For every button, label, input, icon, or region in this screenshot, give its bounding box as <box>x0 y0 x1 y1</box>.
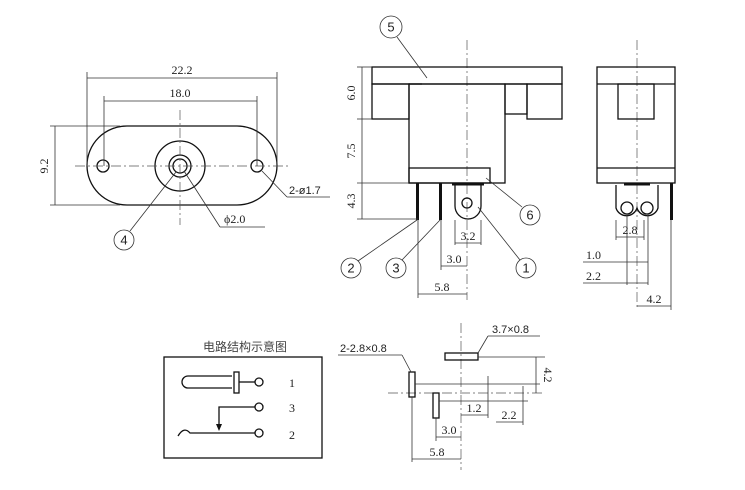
dim-2-2: 2.2 <box>502 408 517 422</box>
pad-large-label: 3.7×0.8 <box>492 324 529 336</box>
side-view: 2.8 1.0 2.2 4.2 <box>583 40 676 310</box>
pin-label-1: 1 <box>289 376 295 390</box>
dim-pitch: 2.8 <box>623 223 638 237</box>
schematic-title: 电路结构示意图 <box>203 339 287 354</box>
dim-a: 1.0 <box>586 248 601 262</box>
dim-5-8: 5.8 <box>430 445 445 459</box>
hole-note: 2-ø1.7 <box>289 185 321 197</box>
schematic-box <box>163 356 323 459</box>
pin-label-3: 3 <box>289 401 295 415</box>
pad-small-label: 2-2.8×0.8 <box>340 343 387 355</box>
circuit-schematic: 电路结构示意图 1 3 2 <box>163 339 323 459</box>
dim-1-2: 1.2 <box>467 401 482 415</box>
dim-3-0: 3.0 <box>442 423 457 437</box>
dim-middle: 7.5 <box>344 144 358 159</box>
dim-hole-spacing: 18.0 <box>170 86 191 100</box>
dim-pin2-offset: 5.8 <box>435 280 450 294</box>
dim-top: 6.0 <box>344 86 358 101</box>
dim-pins: 4.3 <box>344 194 358 209</box>
flange-outline <box>86 125 278 206</box>
dim-pin3-offset: 3.0 <box>447 252 462 266</box>
pin-label-2: 2 <box>289 428 295 442</box>
callout-6: 6 <box>526 208 533 223</box>
dim-overall-width: 22.2 <box>172 63 193 77</box>
callout-1: 1 <box>522 261 529 276</box>
dim-c: 4.2 <box>647 292 662 306</box>
front-view: 6.0 7.5 4.3 3.2 3.0 5.8 5 6 2 3 1 <box>340 15 563 300</box>
callout-5: 5 <box>387 20 394 35</box>
dim-4-2: 4.2 <box>541 368 555 383</box>
pcb-layout: 3.7×0.8 2-2.8×0.8 4.2 1.2 2.2 3.0 5.8 <box>338 323 555 470</box>
pin-diameter: ϕ2.0 <box>224 212 245 226</box>
dim-pin1-width: 3.2 <box>461 229 476 243</box>
callout-3: 3 <box>392 261 399 276</box>
top-view: 22.2 18.0 9.2 2-ø1.7 ϕ2.0 4 <box>37 63 330 251</box>
callout-4: 4 <box>120 233 127 248</box>
dim-height: 9.2 <box>37 159 51 174</box>
callout-2: 2 <box>347 261 354 276</box>
dim-b: 2.2 <box>586 269 601 283</box>
